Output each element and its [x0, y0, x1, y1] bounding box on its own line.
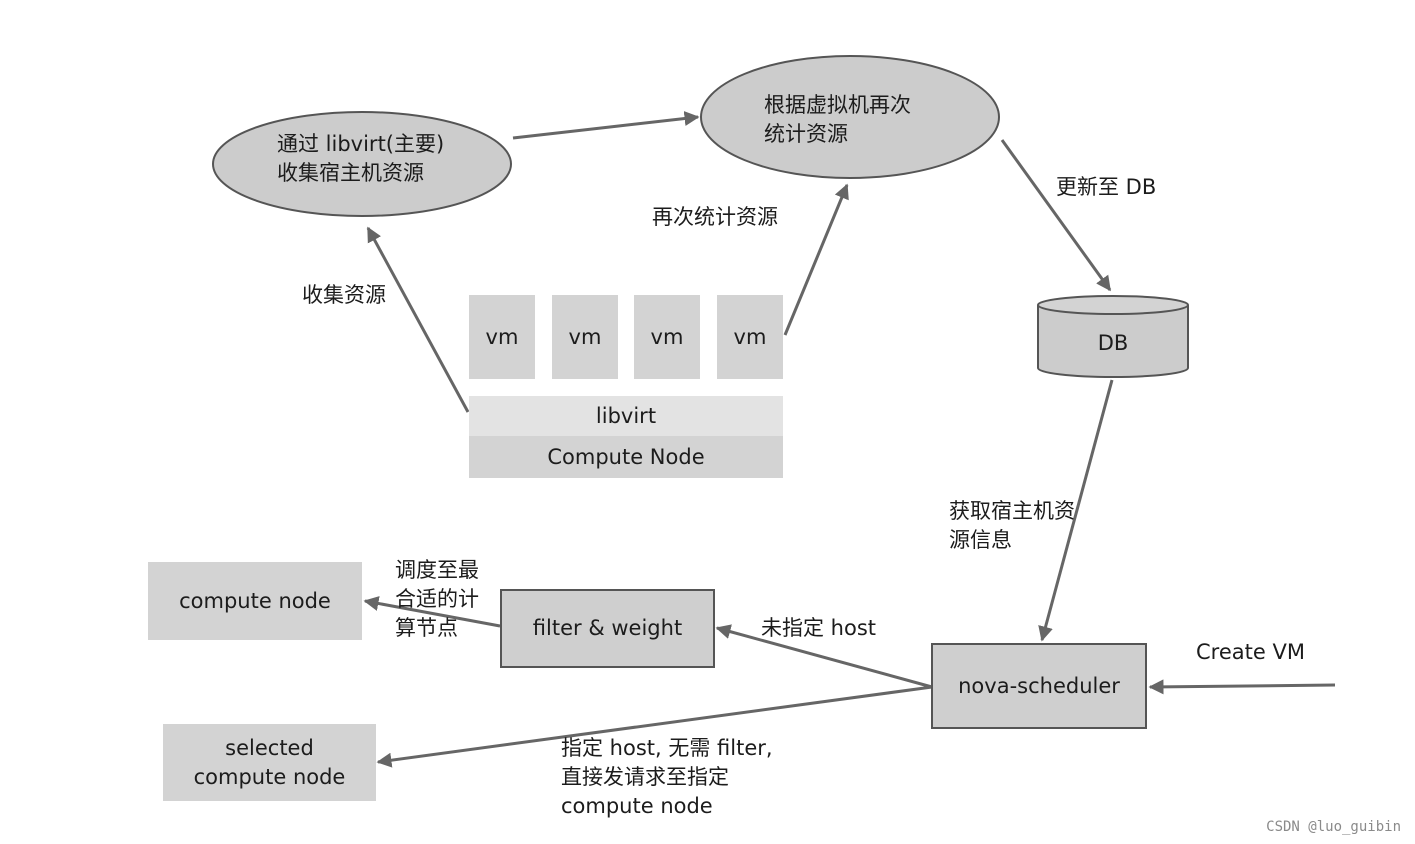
compute-node-main: Compute Node [469, 436, 783, 478]
edge-label-schedule-best: 调度至最 合适的计 算节点 [395, 558, 479, 640]
edge-label-create-vm: Create VM [1196, 640, 1305, 664]
edge-label-host-specified: 指定 host, 无需 filter, 直接发请求至指定 compute nod… [561, 736, 773, 818]
recount-node-label: 根据虚拟机再次 统计资源 [764, 93, 911, 146]
vm-node-1: vm [469, 295, 535, 379]
edge-label-collect-resources: 收集资源 [302, 283, 386, 307]
arrow-compute-to-collect [366, 226, 470, 413]
edge-label-recount-resources: 再次统计资源 [652, 205, 778, 229]
vm-node-4: vm [717, 295, 783, 379]
edge-label-host-unspecified: 未指定 host [761, 616, 877, 640]
edge-label-get-host-info: 获取宿主机资 源信息 [949, 499, 1075, 552]
arrow-recount-to-db [1000, 139, 1112, 292]
arrow-collect-to-recount [512, 111, 700, 140]
arrow-scheduler-to-selected [376, 685, 933, 768]
collect-host-ellipse [212, 111, 512, 217]
compute-node-target: compute node [148, 562, 362, 640]
arrow-create-vm [1148, 679, 1336, 695]
nova-scheduler-node: nova-scheduler [931, 643, 1147, 729]
db-label: DB [1097, 330, 1129, 355]
arrow-filter-to-compute [363, 596, 501, 628]
filter-weight-node: filter & weight [500, 589, 715, 668]
vm-node-3: vm [634, 295, 700, 379]
collect-host-node-label: 通过 libvirt(主要) 收集宿主机资源 [277, 132, 445, 185]
vm-node-2: vm [552, 295, 618, 379]
arrow-db-to-scheduler [1038, 379, 1114, 642]
libvirt-layer: libvirt [469, 396, 783, 436]
edge-label-update-db: 更新至 DB [1056, 175, 1157, 199]
arrow-vm-to-recount [783, 183, 849, 336]
db-cylinder [1037, 295, 1189, 378]
arrow-scheduler-to-filter [715, 624, 933, 689]
recount-ellipse [700, 55, 1000, 179]
selected-compute-node: selected compute node [163, 724, 376, 801]
watermark: CSDN @luo_guibin [1266, 819, 1401, 835]
